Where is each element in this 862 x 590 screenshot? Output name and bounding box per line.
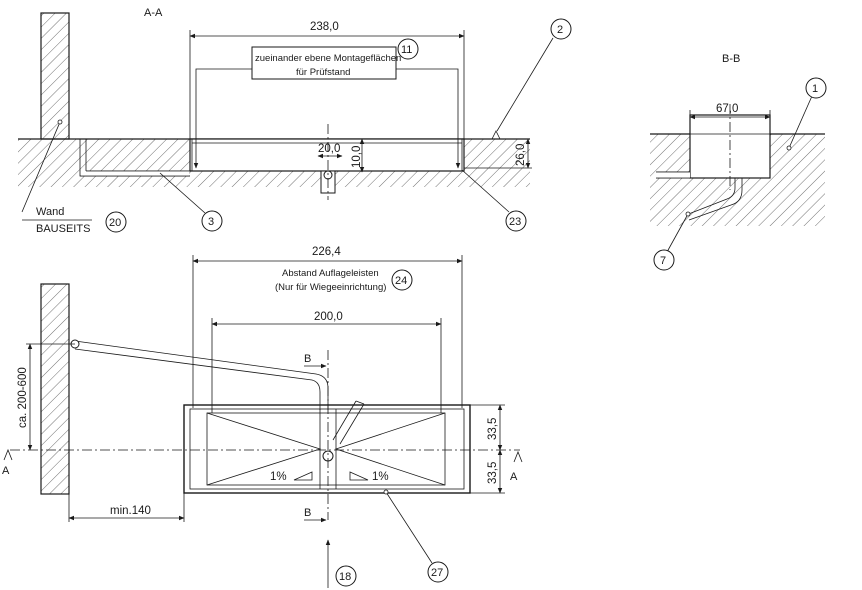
- svg-text:11: 11: [401, 44, 412, 56]
- montage-note-line2: für Prüfstand: [296, 67, 350, 78]
- callout-3: [201, 210, 223, 232]
- callout-11: [397, 38, 419, 60]
- bearing-note-line1: Abstand Auflageleisten: [282, 268, 379, 279]
- dim-plan-outer: 226,4: [312, 246, 341, 258]
- dim-plan-inner: 200,0: [314, 311, 343, 323]
- section-mark-a-right: A: [510, 471, 518, 483]
- callout-18: [335, 565, 357, 587]
- dim-bb-width: 67,0: [716, 103, 738, 115]
- callout-27: [427, 561, 449, 583]
- callout-24: [391, 269, 413, 291]
- svg-text:27: 27: [431, 567, 443, 579]
- wall-plan: [40, 283, 70, 495]
- dim-wall-distance: ca. 200-600: [17, 367, 29, 428]
- dim-min-distance: min.140: [110, 505, 151, 517]
- pipe-plan: [74, 340, 329, 410]
- svg-text:7: 7: [660, 255, 666, 267]
- slope-right: 1%: [372, 471, 389, 483]
- svg-text:3: 3: [208, 216, 214, 228]
- section-mark-b-bottom: B: [304, 507, 311, 519]
- dim-half-upper: 33,5: [487, 418, 499, 440]
- callout-1: [805, 77, 827, 99]
- dim-depth: 26,0: [515, 144, 527, 166]
- wall-label-line1: Wand: [36, 206, 64, 218]
- callout-2: [550, 18, 572, 40]
- callout-20: [105, 211, 127, 233]
- plan-view: 1% 1% 226,4 Abstand Auflageleisten (Nur …: [2, 246, 523, 588]
- section-bb: B-B 67,0 1 7: [650, 53, 827, 271]
- bearing-note-line2: (Nur für Wiegeeinrichtung): [275, 282, 386, 293]
- svg-text:1: 1: [812, 83, 818, 95]
- wall-label-line2: BAUSEITS: [36, 223, 90, 235]
- dim-half-lower: 33,5: [487, 462, 499, 484]
- svg-text:18: 18: [339, 571, 351, 583]
- dim-small-depth: 10,0: [351, 146, 363, 168]
- dim-top-width: 238,0: [310, 21, 339, 33]
- svg-text:24: 24: [395, 275, 407, 287]
- montage-note-box: [251, 46, 397, 80]
- section-mark-a-left: A: [2, 465, 10, 477]
- callout-7: [653, 249, 675, 271]
- wall-aa: [40, 12, 70, 140]
- section-aa-label: A-A: [144, 7, 163, 19]
- channel-frame: [183, 404, 471, 494]
- svg-text:20: 20: [109, 217, 121, 229]
- section-aa: A-A 238,0 zueinander ebene Montagefläche…: [18, 7, 572, 235]
- dim-small-width: 20,0: [318, 143, 340, 155]
- section-mark-b-top: B: [304, 353, 311, 365]
- svg-text:23: 23: [509, 216, 521, 228]
- callout-23: [505, 210, 527, 232]
- svg-text:2: 2: [557, 24, 563, 36]
- section-bb-label: B-B: [722, 53, 740, 65]
- montage-note-line1: zueinander ebene Montageflächen: [255, 53, 401, 64]
- slope-left: 1%: [270, 471, 287, 483]
- pipe-bend-bb: [685, 178, 743, 221]
